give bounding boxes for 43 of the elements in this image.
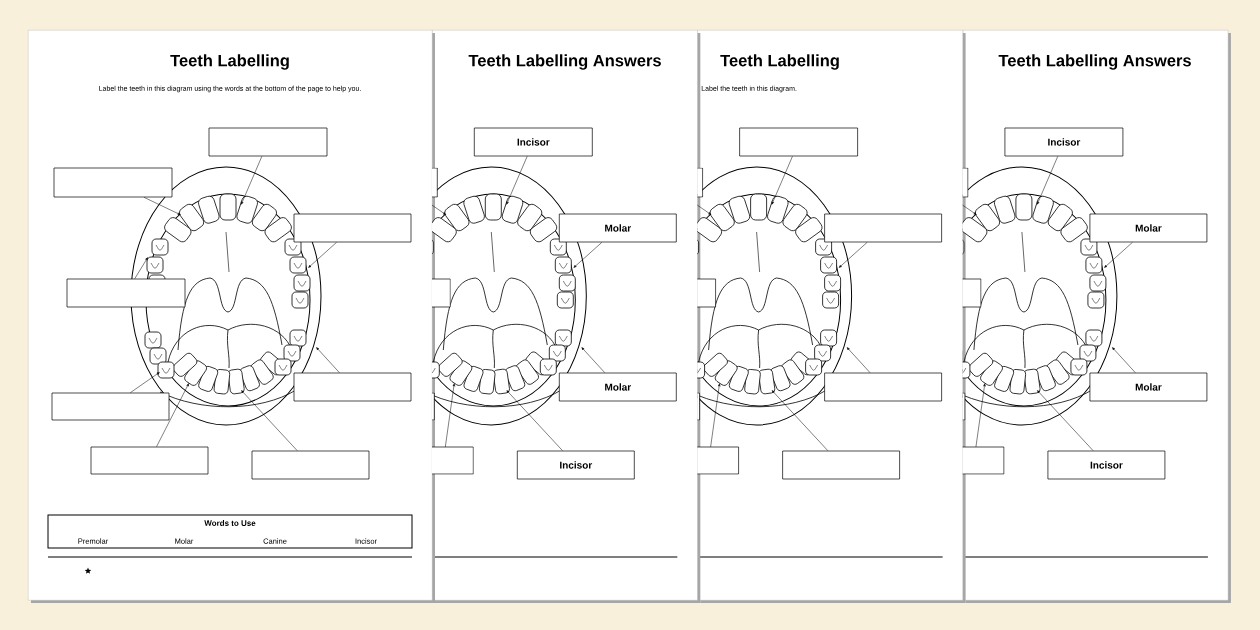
- leader-line: [771, 156, 793, 205]
- title: Teeth Labelling Answers: [998, 54, 1191, 70]
- leader-line: [838, 242, 868, 268]
- label-box: [251, 450, 370, 480]
- leader-line: [1037, 390, 1094, 451]
- leader-line: [316, 347, 340, 373]
- label-box: [824, 372, 942, 402]
- leader-line: [308, 242, 337, 268]
- label-box: Molar: [558, 213, 677, 243]
- leader-line: [156, 383, 189, 447]
- label-box: [66, 278, 186, 308]
- label-box: [739, 127, 858, 157]
- label-box: [208, 127, 328, 157]
- label-box: Molar: [1089, 213, 1208, 243]
- title: Teeth Labelling: [170, 54, 289, 70]
- leader-line: [846, 347, 871, 373]
- label-box: Molar: [1089, 372, 1208, 402]
- leader-line: [1112, 347, 1136, 373]
- leader-line: [573, 242, 603, 268]
- leader-line: [771, 390, 829, 451]
- leader-line: [241, 156, 263, 205]
- title: Teeth Labelling: [720, 54, 839, 70]
- label-box: [824, 213, 942, 243]
- leader-line: [581, 347, 605, 373]
- label-box: [53, 167, 173, 198]
- title: Teeth Labelling Answers: [468, 54, 661, 70]
- leader-line: [134, 257, 148, 279]
- label-box: [293, 372, 412, 402]
- label-box: [293, 213, 412, 243]
- leader-line: [506, 390, 563, 451]
- leader-line: [241, 390, 298, 451]
- label-box: [90, 446, 209, 475]
- label-box: Incisor: [1004, 127, 1124, 157]
- label-box: Incisor: [1047, 450, 1166, 480]
- label-box: Incisor: [473, 127, 593, 157]
- label-box: [51, 392, 170, 421]
- label-box: [782, 450, 900, 480]
- leader-line: [130, 372, 160, 393]
- label-box: Molar: [558, 372, 677, 402]
- leader-line: [1104, 242, 1133, 268]
- label-box: Incisor: [516, 450, 635, 480]
- leader-line: [1036, 156, 1058, 205]
- leader-line: [506, 156, 528, 205]
